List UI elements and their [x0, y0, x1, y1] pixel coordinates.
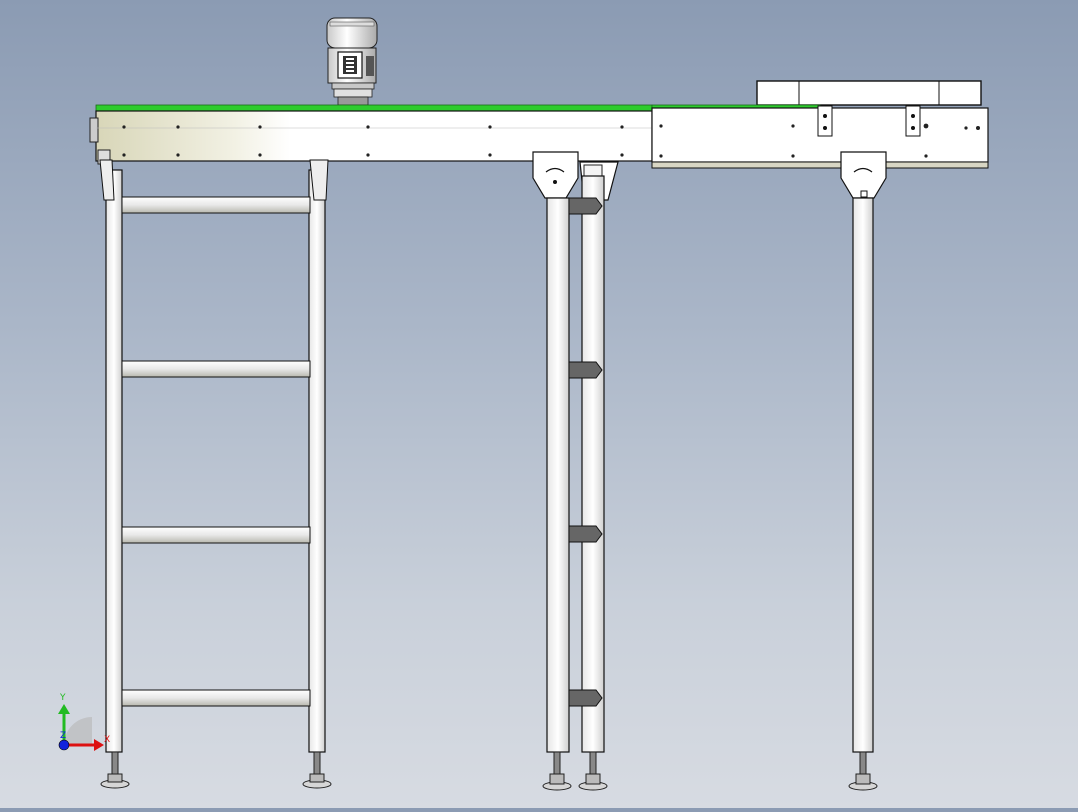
middle-leg-connectors [568, 197, 603, 707]
support-leg-middle-2[interactable] [578, 175, 608, 791]
y-arrowhead [58, 704, 70, 714]
z-axis-label: Z [60, 731, 66, 741]
support-leg-right[interactable] [840, 151, 887, 791]
support-leg-left-1[interactable] [99, 159, 130, 789]
axis-triad[interactable]: Y X Z [58, 693, 110, 751]
belt-left [95, 104, 653, 112]
z-axis-dot [58, 739, 70, 751]
y-axis-label: Y [59, 693, 66, 703]
x-arrowhead [94, 739, 104, 751]
triad-quadrant [64, 717, 92, 745]
product-box[interactable] [756, 80, 982, 106]
frame-bolts [122, 123, 980, 158]
support-leg-left-2[interactable] [302, 159, 332, 789]
conveyor-frame-right[interactable] [651, 104, 989, 169]
x-axis-label: X [104, 735, 110, 745]
support-leg-middle-1[interactable] [542, 197, 572, 791]
ladder-crossbars[interactable] [121, 196, 311, 707]
gear-motor[interactable] [326, 17, 378, 106]
